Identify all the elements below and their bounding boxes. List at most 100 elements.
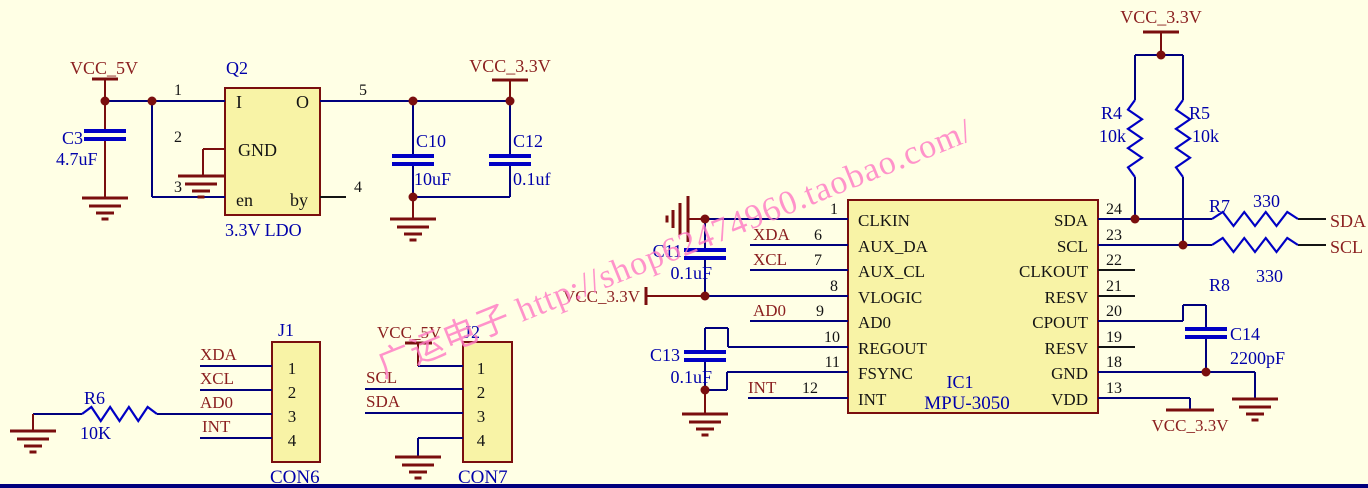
label-4: 4 <box>477 431 486 450</box>
label-vdd: VDD <box>1051 390 1088 409</box>
resistor-R8 <box>1211 236 1299 254</box>
resistor-R5 <box>1174 99 1192 178</box>
label-c3: C3 <box>62 128 83 148</box>
label-4.7uf: 4.7uF <box>56 149 98 169</box>
label-1: 1 <box>288 359 297 378</box>
label-clkin: CLKIN <box>858 211 910 230</box>
label-7: 7 <box>814 252 822 269</box>
label-12: 12 <box>802 380 818 397</box>
junction-dot <box>1178 240 1188 250</box>
label-11: 11 <box>825 354 840 371</box>
resistor-R7 <box>1211 210 1299 228</box>
label-int: INT <box>748 378 777 397</box>
label-1: 1 <box>174 82 182 99</box>
label-ad0: AD0 <box>200 393 233 412</box>
label-18: 18 <box>1106 354 1122 371</box>
label-5: 5 <box>359 82 367 99</box>
label-xcl: XCL <box>200 369 234 388</box>
label-3: 3 <box>477 407 486 426</box>
label-19: 19 <box>1106 329 1122 346</box>
label-regout: REGOUT <box>858 339 928 358</box>
component-box-connector-J2 <box>462 341 513 463</box>
label-con6: CON6 <box>270 467 320 488</box>
junction-dot <box>100 96 110 106</box>
label-r6: R6 <box>84 388 105 408</box>
label-330: 330 <box>1256 266 1283 286</box>
junction-dot <box>700 385 710 395</box>
label-mpu-3050: MPU-3050 <box>924 393 1010 414</box>
component-box-ic-MPU-3050 <box>847 199 1099 414</box>
label-scl: SCL <box>1330 237 1363 257</box>
label-10k: 10k <box>1192 126 1219 146</box>
label-21: 21 <box>1106 278 1122 295</box>
label-cpout: CPOUT <box>1032 313 1088 332</box>
junction-dot <box>147 96 157 106</box>
label-int: INT <box>202 417 231 436</box>
label-q2: Q2 <box>226 58 248 78</box>
label-vlogic: VLOGIC <box>858 288 922 307</box>
label-ad0: AD0 <box>753 301 786 320</box>
label-c14: C14 <box>1230 324 1260 344</box>
label-4: 4 <box>354 179 362 196</box>
label-r5: R5 <box>1189 103 1210 123</box>
label-i: I <box>236 92 242 112</box>
label-con7: CON7 <box>458 467 508 488</box>
label-0.1uf: 0.1uF <box>670 263 712 283</box>
label-clkout: CLKOUT <box>1019 262 1089 281</box>
label-24: 24 <box>1106 201 1122 218</box>
label-10: 10 <box>824 329 840 346</box>
label-2200pf: 2200pF <box>1230 348 1285 368</box>
label-xda: XDA <box>753 225 791 244</box>
label-10k: 10K <box>80 423 111 443</box>
label-2: 2 <box>174 129 182 146</box>
label-gnd: GND <box>238 140 277 160</box>
label-13: 13 <box>1106 380 1122 397</box>
sheet-border <box>0 484 1368 488</box>
resistor-R4 <box>1126 99 1144 178</box>
junction-dot <box>700 214 710 224</box>
label-0.1uf: 0.1uf <box>513 169 551 189</box>
junction-dot <box>700 291 710 301</box>
label-sda: SDA <box>1054 211 1089 230</box>
label-j2: J2 <box>464 322 480 342</box>
label-22: 22 <box>1106 252 1122 269</box>
label-3: 3 <box>288 407 297 426</box>
label-j1: J1 <box>278 320 294 340</box>
label-3: 3 <box>174 179 182 196</box>
resistor-R6 <box>81 405 158 423</box>
label-aux-cl: AUX_CL <box>858 262 925 281</box>
label-r7: R7 <box>1209 196 1230 216</box>
junction-dot <box>1156 50 1166 60</box>
label-ad0: AD0 <box>858 313 891 332</box>
label-vcc-3.3v: VCC_3.3V <box>1120 7 1202 27</box>
label-6: 6 <box>814 227 822 244</box>
label-r4: R4 <box>1101 103 1122 123</box>
label-vcc-3.3v: VCC_3.3V <box>1152 416 1230 435</box>
label-vcc-3.3v: VCC_3.3V <box>469 56 551 76</box>
junction-dot <box>408 96 418 106</box>
label-r8: R8 <box>1209 275 1230 295</box>
label-1: 1 <box>830 201 838 218</box>
label-8: 8 <box>830 278 838 295</box>
label-resv: RESV <box>1045 288 1089 307</box>
label-c10: C10 <box>416 131 446 151</box>
label-aux-da: AUX_DA <box>858 237 929 256</box>
component-box-connector-J1 <box>271 341 321 463</box>
label-by: by <box>290 190 308 210</box>
label-int: INT <box>858 390 887 409</box>
label-0.1uf: 0.1uF <box>670 367 712 387</box>
component-box-regulator-Q2 <box>224 87 321 216</box>
label-vcc-5v: VCC_5V <box>377 323 442 342</box>
label-xcl: XCL <box>753 250 787 269</box>
label-1: 1 <box>477 359 486 378</box>
label-9: 9 <box>816 303 824 320</box>
label-scl: SCL <box>366 368 397 387</box>
label-vcc-3.3v: VCC_3.3V <box>563 287 641 306</box>
label-o: O <box>296 92 309 112</box>
label-c12: C12 <box>513 131 543 151</box>
label-23: 23 <box>1106 227 1122 244</box>
label-xda: XDA <box>200 345 238 364</box>
label-3.3v-ldo: 3.3V LDO <box>225 220 302 240</box>
